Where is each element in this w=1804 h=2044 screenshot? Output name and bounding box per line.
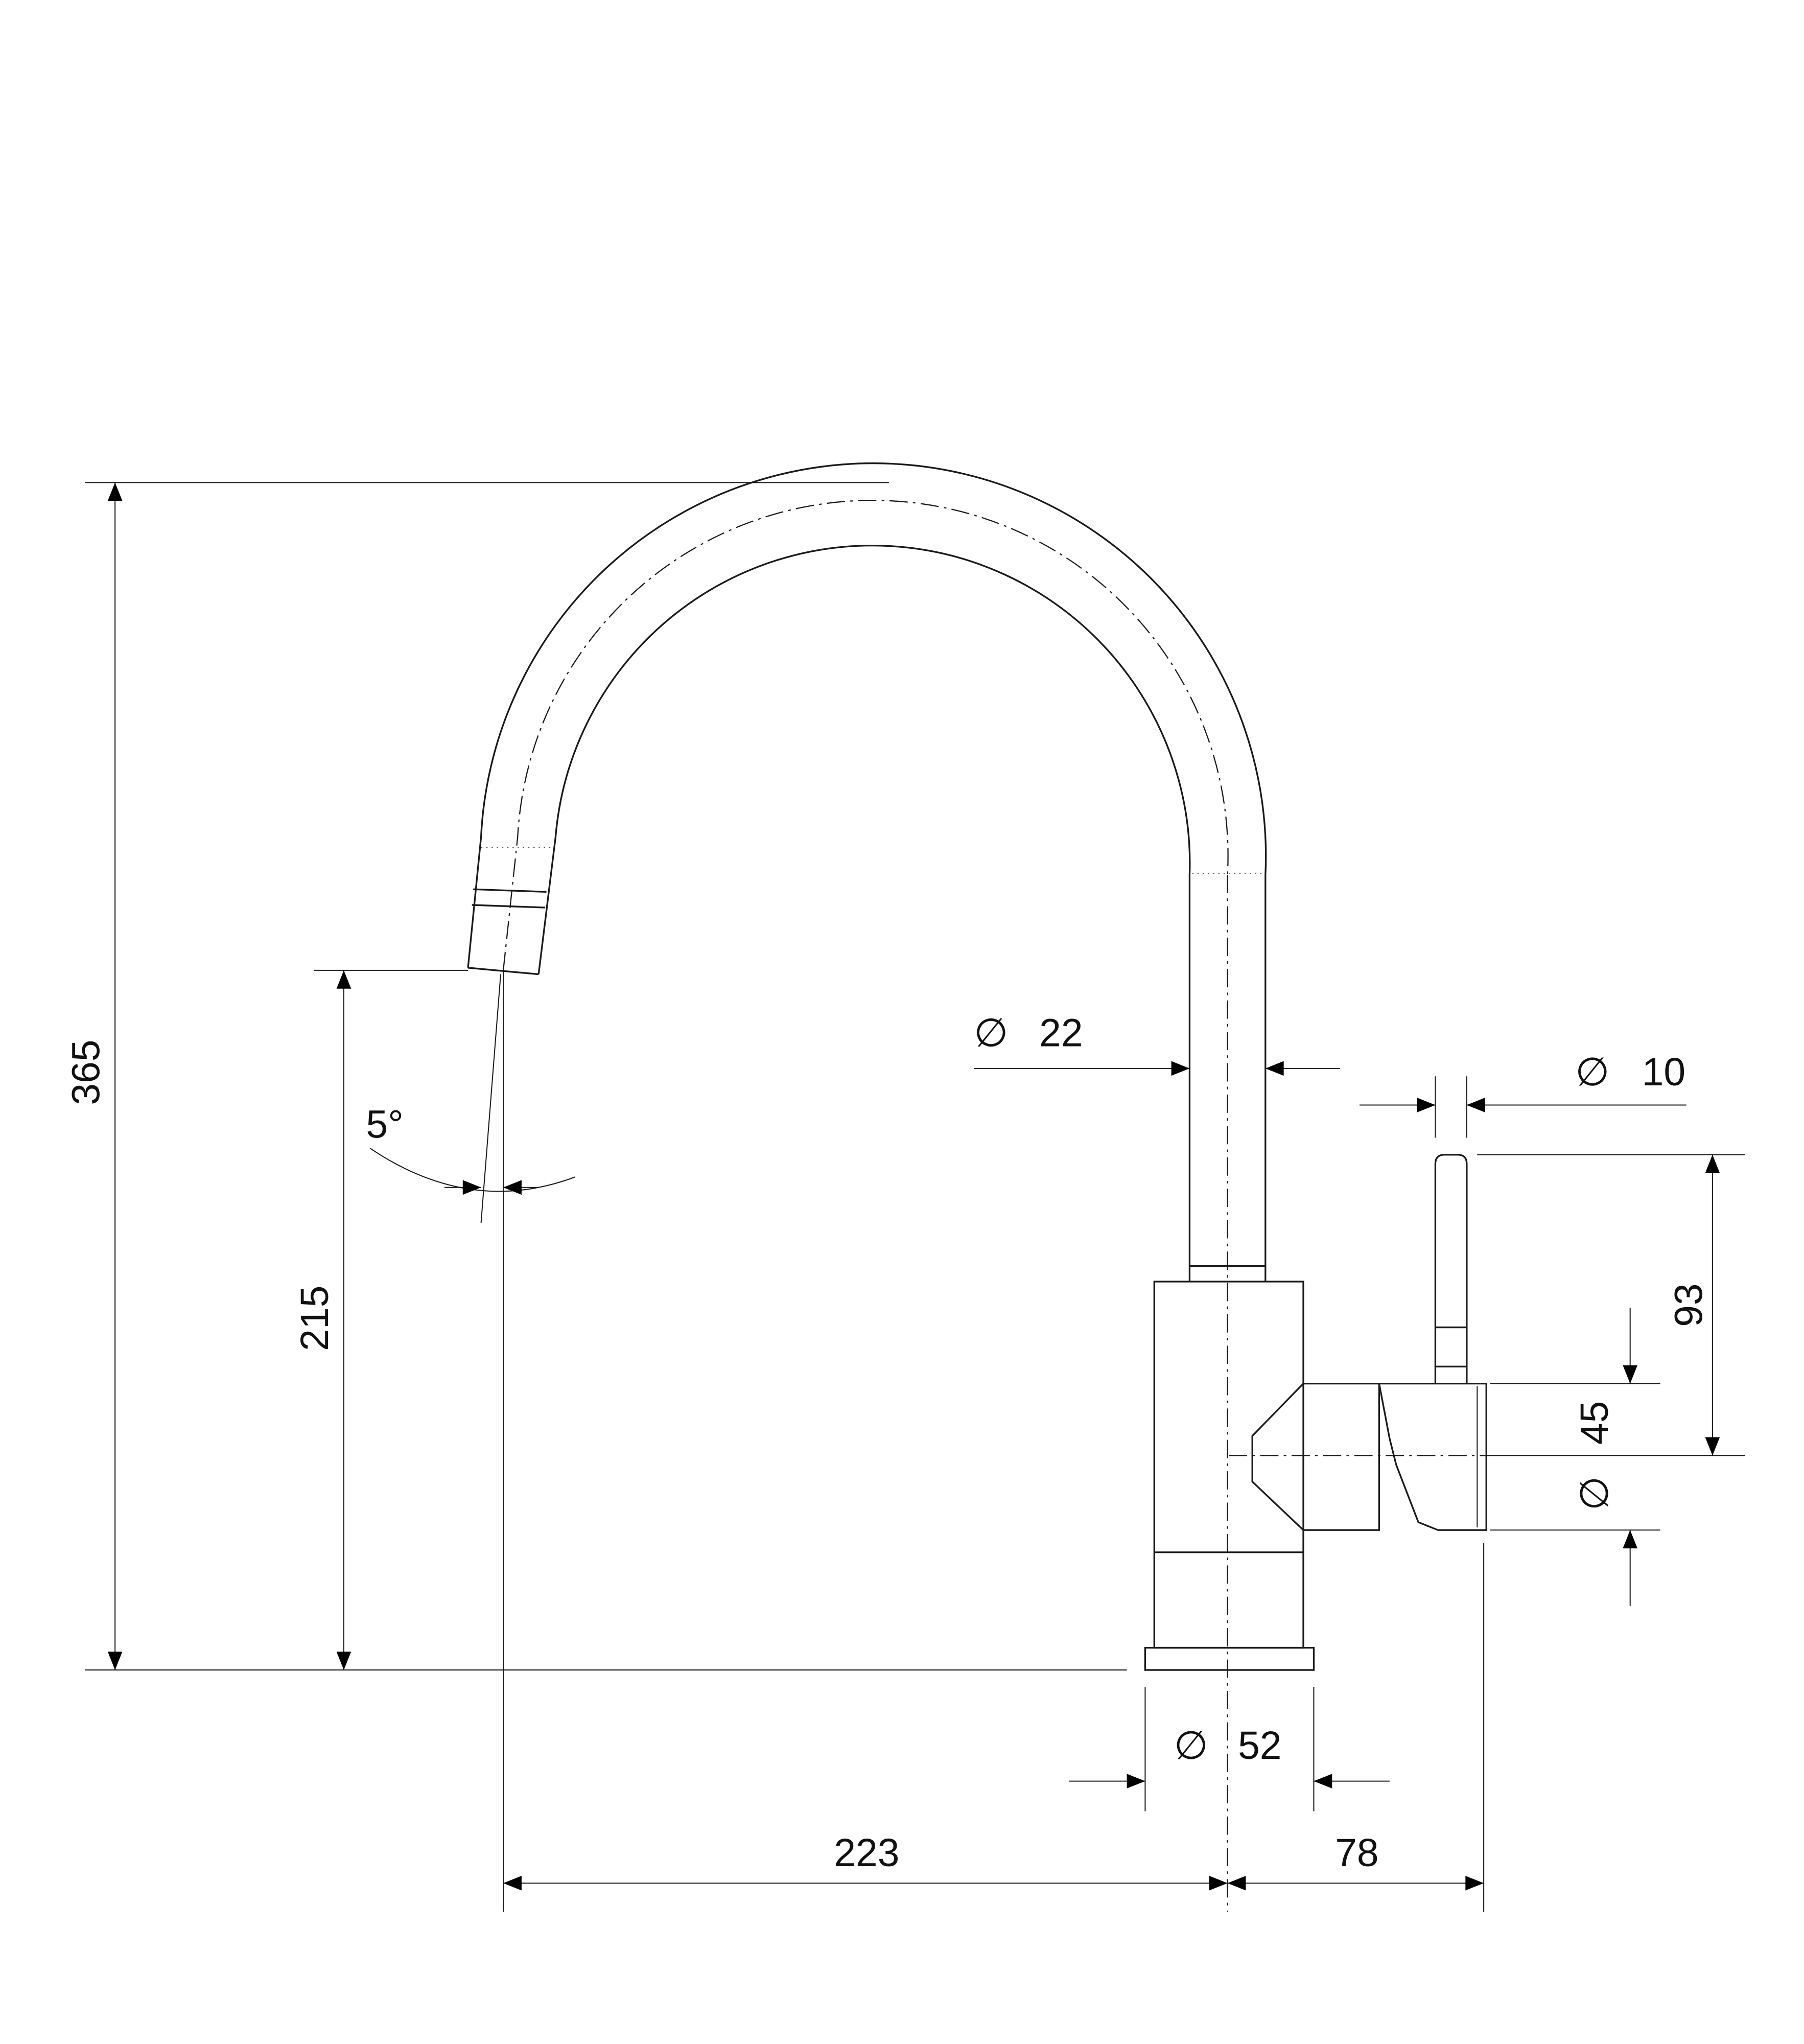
label-lever-height: 93: [1667, 1283, 1711, 1327]
spout-outer: [467, 462, 1267, 1282]
label-spout-angle: 5°: [366, 1103, 403, 1146]
handle-cap: [1378, 1382, 1487, 1531]
label-spout-reach: 223: [834, 1831, 899, 1875]
spout-band: [473, 888, 547, 893]
extension-lines: [85, 482, 1745, 1912]
label-handle-reach: 78: [1335, 1831, 1378, 1875]
label-lever-diameter: 10: [1642, 1051, 1685, 1094]
dimension-lines: [107, 482, 1720, 1891]
spout-centerline: [502, 500, 1229, 971]
diameter-symbol: ∅: [1573, 1476, 1616, 1511]
faucet-outline: [467, 462, 1490, 1912]
diameter-symbol: ∅: [1575, 1051, 1609, 1094]
label-tube-diameter: 22: [1039, 1011, 1083, 1055]
spout-band: [472, 904, 546, 909]
label-handle-diameter: 45: [1573, 1401, 1616, 1445]
handle-hub: [1251, 1382, 1380, 1531]
label-spout-height: 215: [293, 1286, 337, 1351]
diameter-symbol: ∅: [974, 1011, 1008, 1055]
base: [1144, 1646, 1315, 1671]
spout-inner: [537, 545, 1191, 1282]
body: [1153, 1281, 1304, 1649]
dimension-labels: 365 215 5° ∅ 22 ∅ 10 93 45 ∅ ∅ 52 223 78: [64, 1011, 1711, 1875]
label-total-height: 365: [64, 1039, 108, 1105]
diameter-symbol: ∅: [1174, 1724, 1208, 1768]
label-base-diameter: 52: [1238, 1724, 1281, 1768]
lever: [1434, 1154, 1468, 1384]
